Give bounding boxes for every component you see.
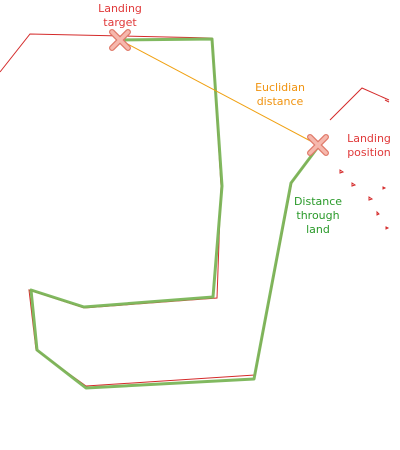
landing-position-label-line1: Landing [347,132,391,145]
coastline-east [329,87,390,121]
euclidian-distance-label-line1: Euclidian [255,81,305,94]
x-cross-icon [307,134,329,156]
landing-position-label: Landing position [338,132,400,160]
landing-target-label: Landing target [85,2,155,30]
euclidean-line [119,39,319,146]
euclidian-distance-label-line2: distance [256,95,304,108]
landing-position-label-line2: position [347,146,391,159]
distance-through-land-label-line3: land [306,223,330,236]
land-route-path [29,37,320,390]
island-fragments [339,169,390,230]
euclidian-distance-label: Euclidian distance [240,81,320,109]
landing-target-label-line2: target [103,16,137,29]
x-cross-icon [109,29,131,51]
coastline-tick [384,99,390,103]
landing-target-label-line1: Landing [98,2,142,15]
distance-through-land-label-line2: through [296,209,340,222]
distance-through-land-label: Distance through land [283,195,353,237]
distance-through-land-label-line1: Distance [293,195,343,208]
